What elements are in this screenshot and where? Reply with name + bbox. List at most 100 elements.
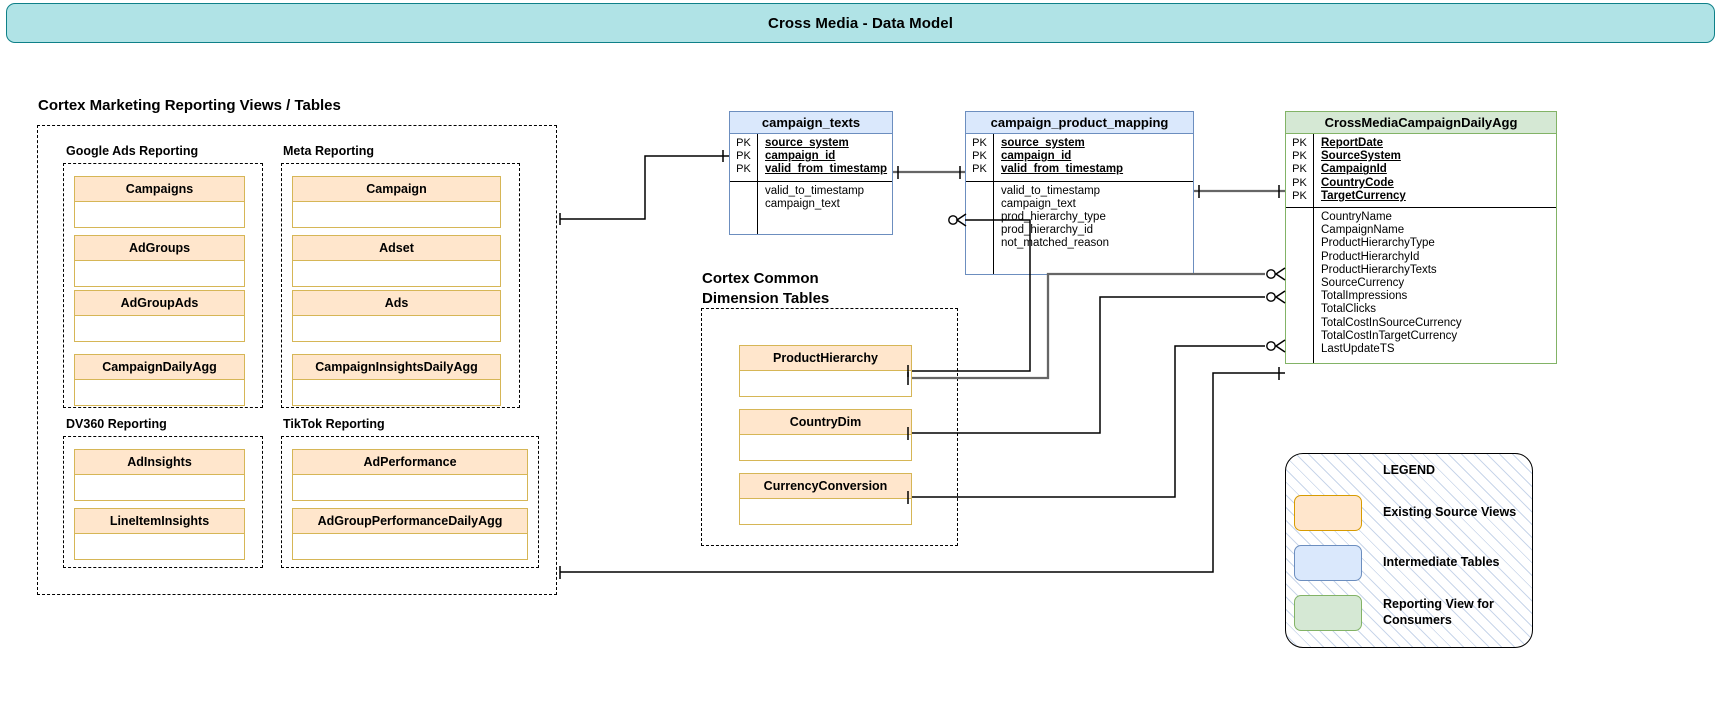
entity-campaigns[interactable]: Campaigns [74,176,245,228]
pk-label: PK [736,163,751,176]
attr-field: TotalImpressions [1321,290,1408,303]
legend-panel: LEGEND Existing Source Views Intermediat… [1285,453,1533,648]
entity-body [75,380,244,405]
dimension-section-heading: Cortex Common Dimension Tables [702,270,830,307]
entity-adgroupads[interactable]: AdGroupAds [74,290,245,342]
attr-field: ProductHierarchyTexts [1321,263,1437,276]
entity-campaigninsightsdailyagg[interactable]: CampaignInsightsDailyAgg [292,354,501,406]
entity-body [75,534,244,559]
entity-ads[interactable]: Ads [292,290,501,342]
wire-producthierarchy-to-crossmedia [912,272,1265,380]
entity-adgroupperformancedailyagg[interactable]: AdGroupPerformanceDailyAgg [292,508,528,560]
legend-swatch-orange [1294,495,1362,531]
er-pk-fields: ReportDate SourceSystem CampaignId Count… [1314,134,1556,207]
pk-field: campaign_id [765,150,836,163]
er-attr-keys [966,181,994,274]
er-pk-section: PK PK PK PK PK ReportDate SourceSystem C… [1286,134,1556,209]
entity-body [75,202,244,227]
entity-body [740,371,911,396]
er-pk-fields: source_system campaign_id valid_from_tim… [994,134,1193,181]
pk-label: PK [736,137,751,149]
attr-field: campaign_text [765,197,840,210]
attr-field: ProductHierarchyType [1321,237,1435,250]
group-label-meta: Meta Reporting [283,144,374,158]
attr-field: TotalCostInSourceCurrency [1321,316,1462,329]
er-attr-keys [1286,208,1314,364]
entity-producthierarchy[interactable]: ProductHierarchy [739,345,912,397]
entity-title: LineItemInsights [75,509,244,534]
er-pk-keys: PK PK PK [966,134,994,181]
attr-field: LastUpdateTS [1321,343,1395,356]
entity-adgroups[interactable]: AdGroups [74,235,245,287]
entity-title: CurrencyConversion [740,474,911,499]
pk-field: source_system [765,137,849,149]
er-table-campaign-product-mapping[interactable]: campaign_product_mapping PK PK PK source… [965,111,1194,275]
er-pk-section: PK PK PK source_system campaign_id valid… [730,134,892,182]
attr-field: not_matched_reason [1001,237,1110,250]
legend-label: Reporting View for Consumers [1383,597,1494,627]
entity-adset[interactable]: Adset [292,235,501,287]
er-attr-section: CountryName CampaignName ProductHierarch… [1286,208,1556,364]
er-pk-keys: PK PK PK [730,134,758,181]
group-label-tiktok: TikTok Reporting [283,417,385,431]
entity-title: Adset [293,236,500,261]
legend-swatch-blue [1294,545,1362,581]
pk-field: CountryCode [1321,176,1394,189]
diagram-title-bar: Cross Media - Data Model [6,3,1715,43]
er-pk-keys: PK PK PK PK PK [1286,134,1314,208]
entity-adperformance[interactable]: AdPerformance [292,449,528,501]
entity-campaigndailyagg[interactable]: CampaignDailyAgg [74,354,245,406]
legend-label: Intermediate Tables [1383,555,1500,570]
entity-title: CountryDim [740,410,911,435]
attr-field: valid_to_timestamp [1001,184,1101,197]
pk-label: PK [1292,137,1307,149]
entity-body [75,261,244,286]
entity-currencyconversion[interactable]: CurrencyConversion [739,473,912,525]
er-attr-section: valid_to_timestamp campaign_text [730,181,892,234]
er-attr-section: valid_to_timestamp campaign_text prod_hi… [966,181,1193,274]
er-table-crossmediacampaigndailyagg[interactable]: CrossMediaCampaignDailyAgg PK PK PK PK P… [1285,111,1557,365]
entity-body [293,202,500,227]
wire-countrydim-to-crossmedia [912,296,1265,434]
entity-title: Ads [293,291,500,316]
er-table-title: CrossMediaCampaignDailyAgg [1286,112,1556,134]
er-table-title: campaign_texts [730,112,892,134]
attr-field: CampaignName [1321,224,1405,237]
entity-adinsights[interactable]: AdInsights [74,449,245,501]
pk-label: PK [972,137,987,149]
entity-body [740,499,911,524]
pk-label: PK [1292,163,1307,176]
er-attr-fields: CountryName CampaignName ProductHierarch… [1314,208,1556,363]
entity-countrydim[interactable]: CountryDim [739,409,912,461]
attr-field: TotalClicks [1321,303,1376,316]
legend-item-existing-source-views: Existing Source Views [1294,495,1516,531]
entity-title: CampaignInsightsDailyAgg [293,355,500,380]
pk-field: valid_from_timestamp [765,163,888,176]
legend-swatch-green [1294,595,1362,631]
legend-item-reporting-view: Reporting View for Consumers [1294,595,1494,631]
entity-title: CampaignDailyAgg [75,355,244,380]
wire-currencyconversion-to-crossmedia [912,345,1265,498]
pk-label: PK [736,150,751,163]
er-table-title: campaign_product_mapping [966,112,1193,134]
pk-field: source_system [1001,137,1085,149]
entity-body [293,534,527,559]
attr-field: prod_hierarchy_type [1001,211,1106,224]
entity-title: Campaign [293,177,500,202]
entity-lineiteminsights[interactable]: LineItemInsights [74,508,245,560]
entity-body [293,261,500,286]
attr-field: prod_hierarchy_id [1001,224,1094,237]
pk-label: PK [1292,176,1307,189]
page-title: Cross Media - Data Model [768,14,953,32]
entity-title: AdGroups [75,236,244,261]
er-attr-keys [730,181,758,234]
wire-reporting-to-campaign-texts [560,155,729,220]
er-table-campaign-texts[interactable]: campaign_texts PK PK PK source_system ca… [729,111,893,235]
entity-body [293,316,500,341]
entity-body [75,475,244,500]
pk-label: PK [972,163,987,176]
entity-campaign[interactable]: Campaign [292,176,501,228]
er-attr-fields: valid_to_timestamp campaign_text [758,182,892,234]
legend-title: LEGEND [1382,463,1436,477]
er-pk-section: PK PK PK source_system campaign_id valid… [966,134,1193,182]
